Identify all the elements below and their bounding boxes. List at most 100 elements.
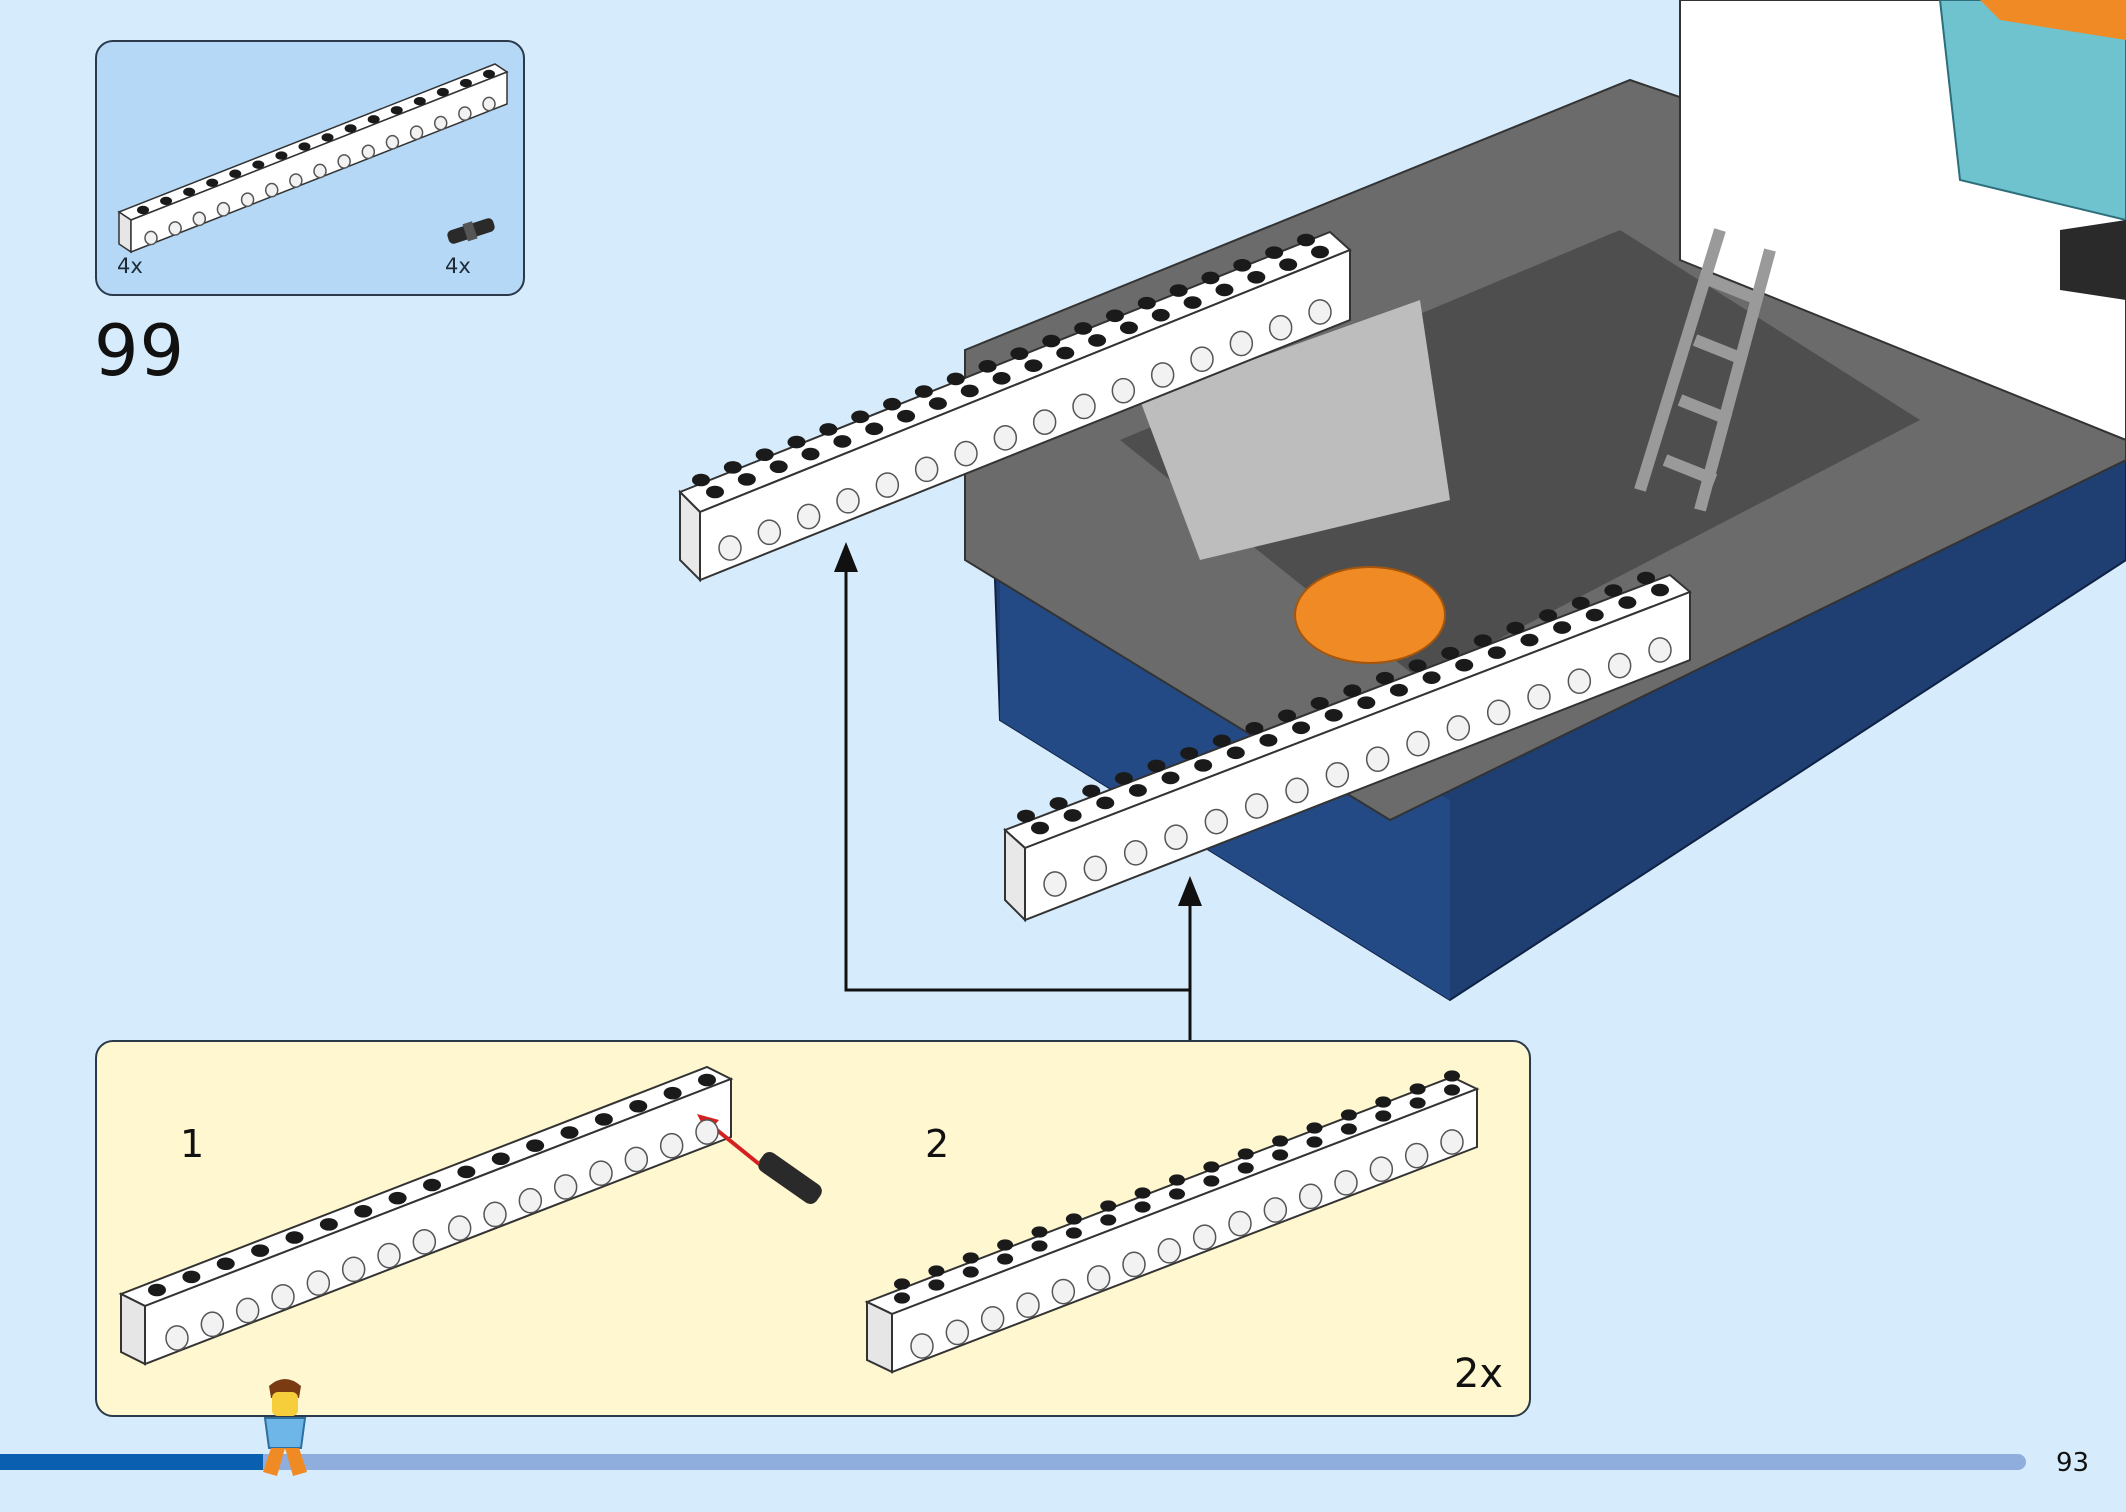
beam-stud [997, 1239, 1014, 1251]
beam-hole [216, 201, 231, 217]
beam-stud [1604, 584, 1623, 597]
beam-hole [695, 1119, 719, 1145]
beam-hole [553, 1174, 578, 1200]
beam-hole [1072, 393, 1096, 420]
beam-stud [251, 1244, 270, 1257]
beam-hole [796, 503, 821, 530]
beam-stud [629, 1099, 648, 1113]
beam-stud [1161, 771, 1180, 785]
beam-hole [458, 106, 472, 121]
beam-stud [1292, 721, 1311, 735]
beam-stud [390, 106, 403, 115]
beam-stud [319, 1218, 338, 1231]
beam-hole [1123, 839, 1148, 866]
beam-stud [252, 160, 265, 169]
beam-stud [183, 187, 196, 197]
beam-stud [1408, 659, 1427, 672]
beam-stud [706, 485, 724, 499]
beam-stud [1324, 708, 1343, 722]
beam-stud [1065, 1213, 1082, 1225]
beam-hole [337, 154, 351, 169]
beam-stud [946, 372, 965, 386]
beam-hole [313, 163, 327, 179]
beam-hole [271, 1283, 295, 1310]
beam-hole [289, 173, 303, 188]
beam-hole [1204, 808, 1229, 835]
beam-hole [409, 125, 424, 141]
beam-hole [1446, 715, 1471, 741]
beam-stud [1017, 809, 1035, 823]
beam-hole [168, 221, 182, 236]
beam-stud [1119, 321, 1138, 335]
beam-hole [264, 182, 279, 198]
technic-pin-icon [758, 1152, 822, 1204]
beam-stud [737, 473, 756, 486]
beam-stud [997, 1253, 1014, 1265]
beam-stud [206, 178, 219, 187]
beam-stud [423, 1178, 441, 1192]
beam-stud [928, 1265, 945, 1277]
beam-stud [1297, 233, 1315, 247]
beam-stud [1375, 1110, 1392, 1122]
beam-stud [1134, 1187, 1151, 1199]
beam-hole [1032, 409, 1057, 435]
beam-hole [1440, 1129, 1464, 1155]
beam-stud [1306, 1122, 1323, 1134]
beam-hole [385, 134, 400, 150]
beam-stud [723, 461, 742, 474]
beam-hole [1263, 1197, 1288, 1223]
beam-stud [962, 1252, 979, 1264]
beam-hole [377, 1242, 401, 1269]
beam-hole [341, 1256, 366, 1283]
beam-hole [1150, 362, 1175, 388]
beam-hole [433, 115, 448, 131]
beam-stud [1134, 1201, 1151, 1213]
beam-stud [1010, 347, 1029, 360]
beam-stud [1169, 284, 1188, 297]
substep-label-2: 2 [925, 1122, 950, 1166]
beam-stud [1375, 671, 1394, 685]
beam-stud [1065, 1227, 1082, 1239]
beam-stud [928, 1279, 945, 1291]
beam-stud [1441, 646, 1460, 660]
beam-stud [1473, 634, 1492, 647]
beam-stud [1031, 1226, 1048, 1238]
sub-assembly-art [118, 1065, 1480, 1374]
beam-hole [447, 1215, 472, 1241]
beam-stud [1194, 759, 1213, 772]
beam-stud [1265, 246, 1284, 259]
beam-stud [229, 169, 242, 178]
beam-hole [1244, 793, 1269, 819]
beam-hole [1268, 314, 1293, 341]
beam-hole [1607, 652, 1632, 679]
beam-stud [833, 435, 852, 448]
beam-stud [298, 142, 311, 151]
beam-hole [1298, 1183, 1323, 1210]
beam-hole [945, 1319, 970, 1346]
beam-hole [1404, 1142, 1429, 1169]
beam-stud [321, 133, 334, 142]
beam-stud [1409, 1097, 1426, 1109]
beam-stud [1180, 747, 1199, 760]
beam-stud [137, 205, 149, 215]
beam-stud [285, 1231, 304, 1244]
beam-stud [1637, 571, 1655, 585]
beam-stud [894, 1278, 910, 1290]
beam-stud [1183, 296, 1202, 309]
beam-hole [306, 1270, 331, 1296]
beam-stud [1571, 596, 1590, 610]
beam-stud [663, 1086, 682, 1100]
beam-hole [757, 519, 782, 546]
arrow-head-upper [834, 542, 858, 572]
beam-hole [1122, 1251, 1146, 1278]
beam-stud [1237, 1162, 1254, 1174]
progress-bar [0, 1454, 2026, 1470]
beam-stud [897, 409, 916, 423]
beam-stud [787, 435, 806, 449]
beam-stud [692, 473, 710, 487]
beam-stud [1024, 359, 1043, 372]
beam-hole [235, 1297, 260, 1324]
beam-stud [1082, 784, 1101, 798]
beam-stud [1444, 1070, 1460, 1082]
